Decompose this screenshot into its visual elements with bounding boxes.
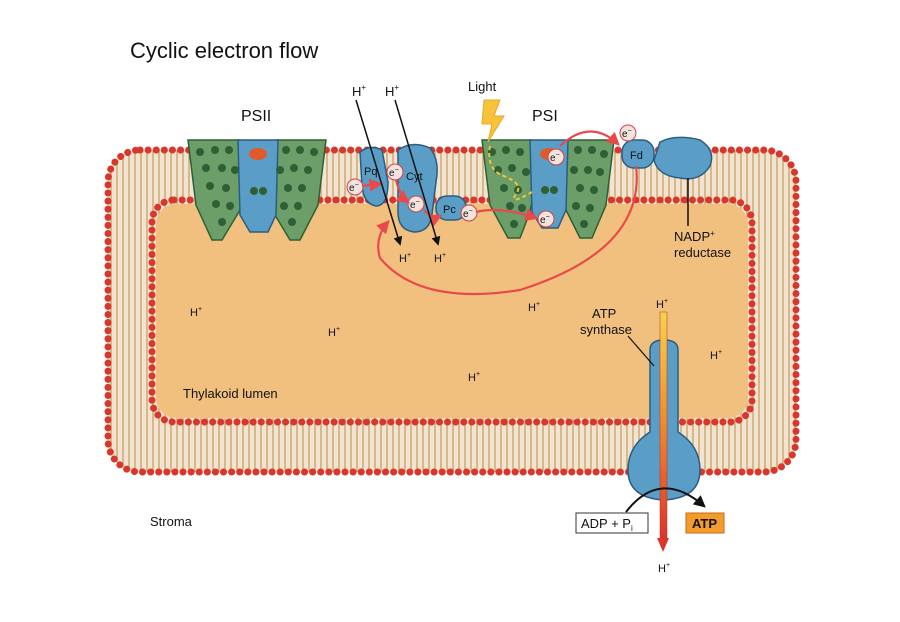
svg-text:e−: e− bbox=[349, 182, 359, 194]
atp-synthase bbox=[627, 311, 701, 552]
psii-label: PSII bbox=[241, 108, 271, 125]
svg-text:Pc: Pc bbox=[443, 204, 456, 216]
svg-text:H+: H+ bbox=[385, 83, 399, 99]
light-label: Light bbox=[468, 79, 497, 94]
svg-text:H+: H+ bbox=[468, 371, 480, 384]
atp-generation-arrow bbox=[625, 487, 706, 513]
ferredoxin bbox=[621, 139, 655, 169]
nadp-reductase bbox=[653, 136, 713, 226]
svg-text:e−: e− bbox=[410, 199, 420, 211]
thylakoid-lumen-label: Thylakoid lumen bbox=[183, 386, 278, 401]
diagram-title: Cyclic electron flow bbox=[130, 38, 318, 63]
electron-icon: e− bbox=[547, 148, 565, 166]
svg-text:reductase: reductase bbox=[674, 245, 731, 260]
svg-text:ATP: ATP bbox=[692, 516, 717, 531]
proton-arrows bbox=[355, 99, 441, 246]
stroma-label: Stroma bbox=[150, 514, 193, 529]
electron-icon: e− bbox=[619, 124, 637, 142]
svg-text:Pq: Pq bbox=[364, 166, 377, 178]
electron-icons: e− e− e− e− e− e− e− bbox=[346, 124, 637, 228]
svg-text:e−: e− bbox=[622, 128, 632, 140]
svg-text:Fd: Fd bbox=[630, 150, 643, 162]
electron-icon: e− bbox=[407, 195, 425, 213]
electron-icon: e− bbox=[537, 210, 555, 228]
psii-complex bbox=[187, 139, 327, 241]
electron-icon: e− bbox=[386, 163, 404, 181]
svg-text:e−: e− bbox=[389, 167, 399, 179]
psi-label: PSI bbox=[532, 108, 558, 125]
svg-text:H+: H+ bbox=[399, 252, 411, 265]
svg-text:H+: H+ bbox=[190, 306, 202, 319]
svg-text:H+: H+ bbox=[528, 301, 540, 314]
light-bolt-icon bbox=[481, 99, 505, 143]
svg-text:e−: e− bbox=[463, 208, 473, 220]
svg-text:H+: H+ bbox=[328, 326, 340, 339]
svg-text:H+: H+ bbox=[434, 252, 446, 265]
svg-text:H+: H+ bbox=[710, 349, 722, 362]
adp-pi-box: ADP + Pi bbox=[575, 512, 649, 534]
svg-text:synthase: synthase bbox=[580, 322, 632, 337]
svg-text:e−: e− bbox=[550, 152, 560, 164]
svg-text:H+: H+ bbox=[352, 83, 366, 99]
proton-channel bbox=[659, 311, 668, 539]
psii-reaction-center bbox=[249, 148, 267, 160]
electron-flow-arrows bbox=[361, 130, 638, 296]
proton-labels: H+ H+ H+ H+ H+ H+ H+ H+ H+ H+ H+ bbox=[190, 83, 722, 575]
nadp-reductase-label: NADP+ bbox=[674, 229, 715, 244]
svg-text:e−: e− bbox=[540, 214, 550, 226]
cyclic-return-arrow bbox=[376, 165, 638, 296]
thylakoid-lumen-area bbox=[156, 204, 748, 418]
electron-icon: e− bbox=[346, 178, 364, 196]
svg-text:H+: H+ bbox=[658, 562, 670, 575]
svg-text:H+: H+ bbox=[656, 298, 668, 311]
svg-text:ADP + Pi: ADP + Pi bbox=[581, 516, 633, 533]
atp-box: ATP bbox=[685, 512, 725, 534]
atp-synthase-label: ATP bbox=[592, 306, 616, 321]
electron-icon: e− bbox=[460, 204, 478, 222]
